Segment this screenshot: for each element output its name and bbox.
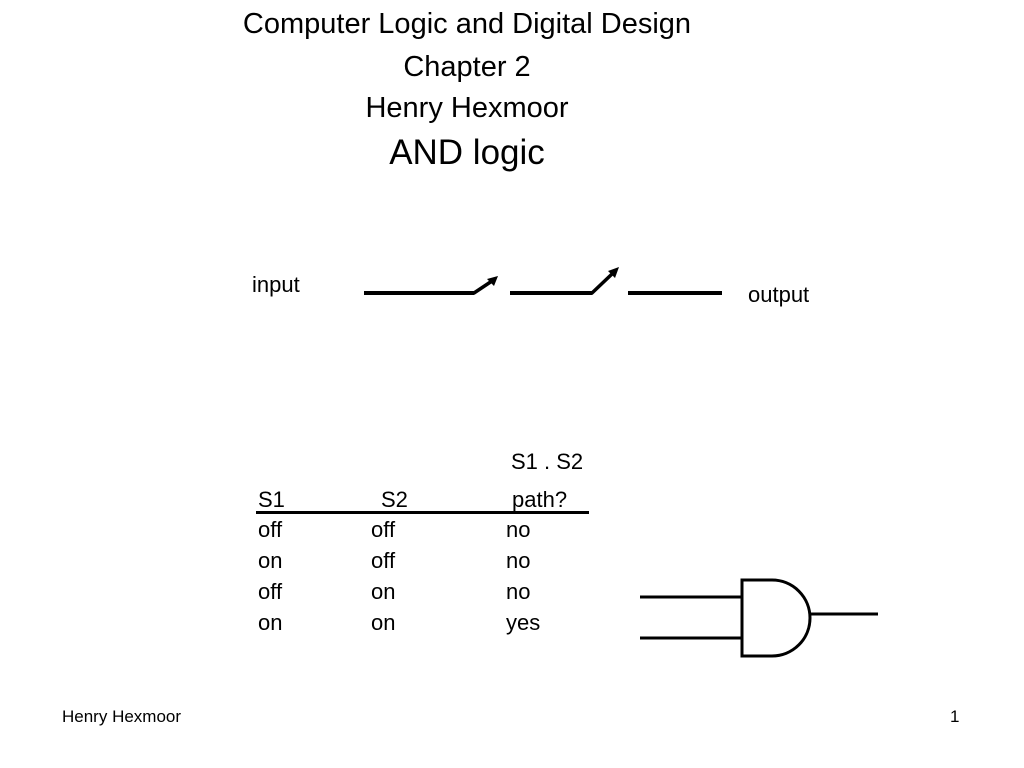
and-gate-body [740, 578, 812, 658]
series-switch-diagram [364, 267, 722, 295]
table-cell: on [371, 579, 396, 604]
output-label: output [748, 282, 810, 307]
table-cell: off [371, 548, 396, 573]
table-cell: off [258, 517, 283, 542]
table-cell: on [258, 548, 283, 573]
title-line-author: Henry Hexmoor [365, 92, 569, 124]
table-cell: off [258, 579, 283, 604]
boolean-expression: S1 . S2 [511, 449, 584, 474]
header-s1: S1 [258, 487, 285, 512]
table-cell: off [371, 517, 396, 542]
header-path: path? [512, 487, 568, 512]
input-label: input [252, 272, 300, 297]
header-s2: S2 [381, 487, 408, 512]
and-gate-icon [640, 578, 878, 658]
table-cell: on [371, 610, 396, 635]
table-cell: no [506, 517, 531, 542]
page-number: 1 [950, 707, 960, 726]
table-cell: yes [506, 610, 541, 635]
title-line-course: Computer Logic and Digital Design [242, 8, 692, 40]
footer-author: Henry Hexmoor [62, 707, 182, 726]
slide-heading: AND logic [389, 133, 545, 172]
table-cell: on [258, 610, 283, 635]
table-cell: no [506, 579, 531, 604]
table-cell: no [506, 548, 531, 573]
switch-s2-icon [590, 267, 619, 295]
switch-s1-icon [472, 276, 498, 295]
title-line-chapter: Chapter 2 [403, 51, 531, 83]
table-header-rule [256, 511, 589, 514]
